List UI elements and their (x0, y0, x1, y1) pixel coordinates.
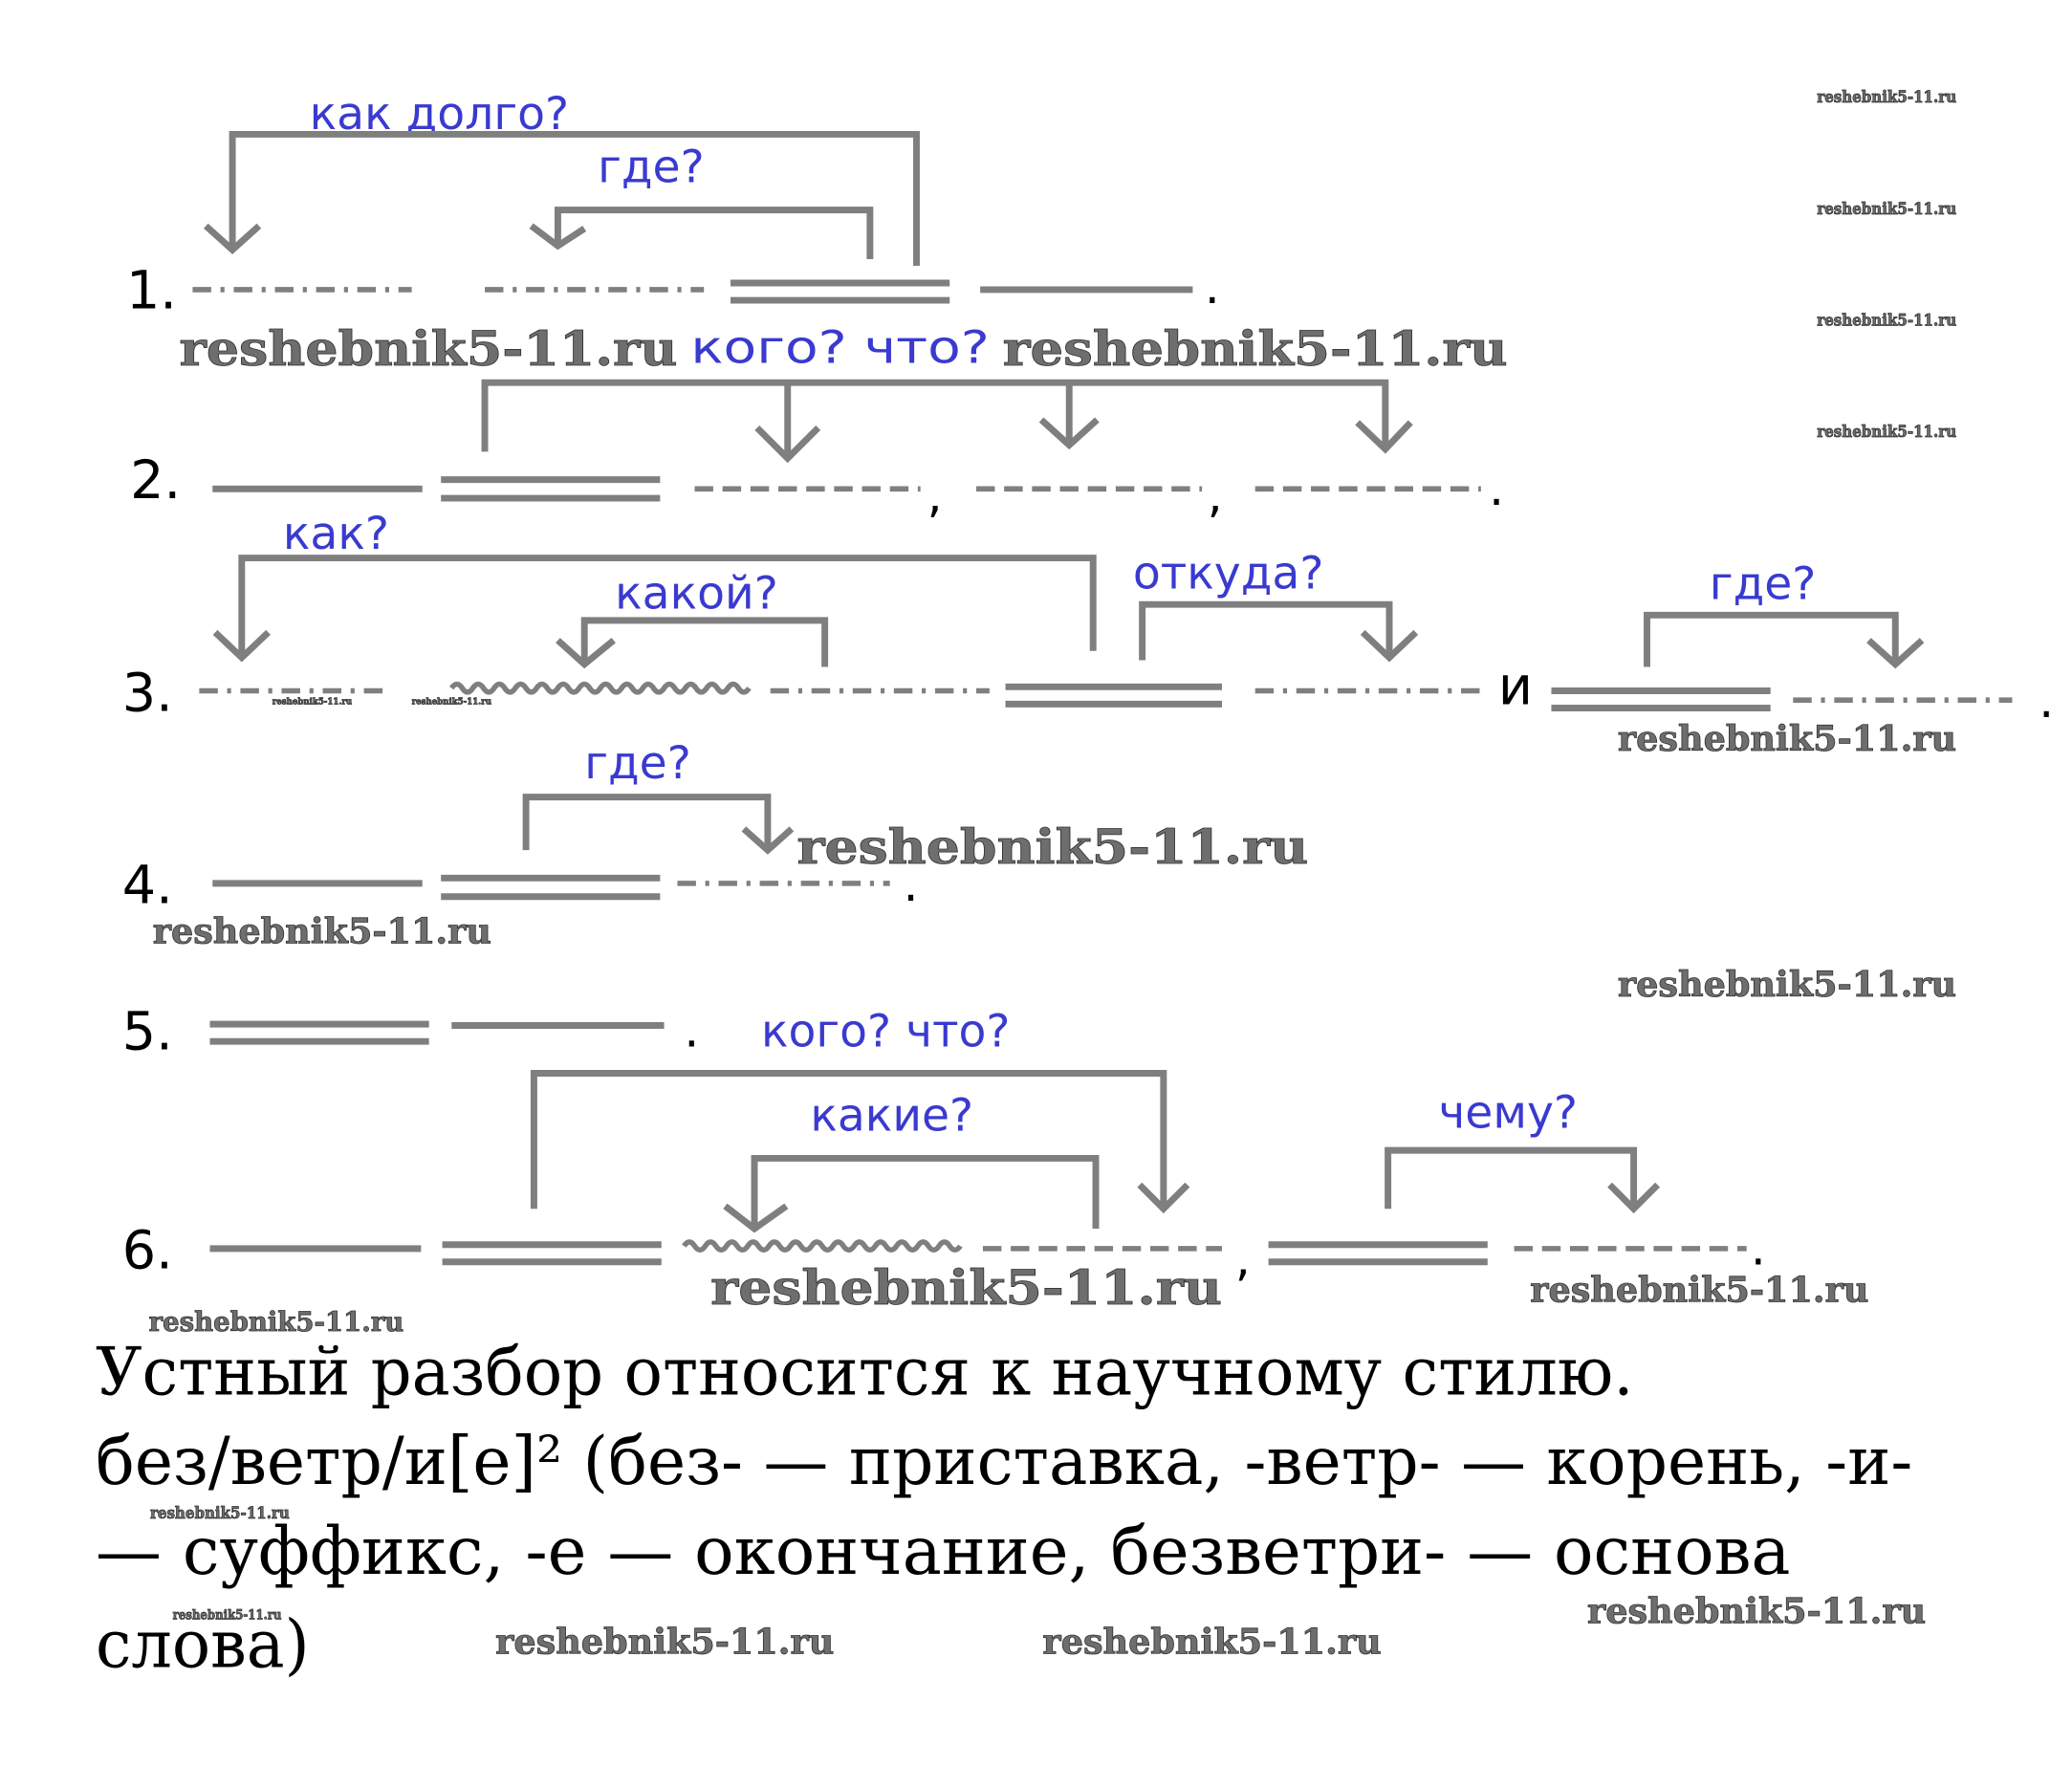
watermark: reshebnik5-11.ru (1530, 1269, 1868, 1310)
paragraph-line: Устный разбор относится к научному стилю… (96, 1335, 1634, 1411)
dependency-bracket (481, 379, 1389, 452)
arrow-head-icon (1038, 417, 1100, 450)
arrow-head-icon (723, 1203, 789, 1233)
attribute-wavy-line (682, 1239, 963, 1254)
arrow-head-icon (212, 629, 271, 663)
dependency-bracket (580, 617, 829, 667)
watermark: reshebnik5-11.ru (1618, 964, 1956, 1005)
period: . (1489, 461, 1504, 516)
question-label: как? (283, 508, 389, 560)
scheme-4: где? reshebnik5-11.ru 4. . reshebnik5-11… (122, 737, 1309, 952)
question-label: где? (584, 737, 691, 790)
watermark: reshebnik5-11.ru (412, 696, 491, 707)
dependency-bracket (229, 130, 920, 266)
watermark: reshebnik5-11.ru (495, 1622, 834, 1663)
arrow-head-icon (529, 223, 587, 251)
arrow-head-icon (556, 637, 616, 669)
watermark: reshebnik5-11.ru (1817, 310, 1956, 329)
watermark: reshebnik5-11.ru (1587, 1591, 1926, 1632)
question-label: кого? что? (690, 321, 990, 374)
question-label: откуда? (1133, 548, 1324, 600)
watermark: reshebnik5-11.ru (149, 1306, 404, 1338)
period: . (1205, 259, 1220, 315)
arrow-head-icon (741, 826, 795, 855)
paragraph-line: — суффикс, -е — окончание, безветри- — о… (96, 1514, 1790, 1590)
arrow-head-icon (754, 425, 821, 464)
watermark: reshebnik5-11.ru (1003, 320, 1508, 377)
watermark: reshebnik5-11.ru (710, 1259, 1222, 1316)
arrow-head-icon (1607, 1182, 1661, 1214)
paragraph-line: без/ветр/и[е]² (без- — приставка, -ветр-… (96, 1424, 1912, 1500)
scheme-number: 3. (122, 662, 173, 724)
scheme-3: как? какой? откуда? где? 3. reshebnik5-1… (122, 508, 2054, 760)
watermark: reshebnik5-11.ru (153, 910, 491, 951)
period: . (684, 1003, 699, 1058)
dependency-bracket (1385, 1146, 1638, 1210)
question-label: где? (1710, 558, 1817, 611)
watermark: reshebnik5-11.ru (1618, 718, 1956, 759)
arrow-head-icon (1355, 420, 1413, 454)
dependency-bracket (522, 794, 772, 851)
comma: , (927, 468, 943, 523)
scheme-5: reshebnik5-11.ru 5. . (122, 964, 1957, 1063)
arrow-head-icon (1866, 638, 1925, 669)
arrow-head-icon (1360, 629, 1419, 663)
dependency-bracket (1139, 600, 1393, 661)
scheme-number: 1. (126, 259, 177, 321)
dependency-bracket (1644, 611, 1899, 667)
watermarks-top-right: reshebnik5-11.ru reshebnik5-11.ru resheb… (1817, 87, 1957, 442)
scheme-number: 6. (122, 1220, 173, 1282)
watermark: reshebnik5-11.ru (796, 818, 1308, 875)
watermark: reshebnik5-11.ru (150, 1503, 290, 1522)
scheme-6: кого? что? какие? чему? 6. , . reshebnik… (122, 1006, 1869, 1339)
question-label: чему? (1438, 1086, 1578, 1139)
period: . (1751, 1221, 1766, 1276)
dependency-bracket (530, 1070, 1167, 1210)
watermark: reshebnik5-11.ru (273, 696, 352, 707)
explanation-paragraph: Устный разбор относится к научному стилю… (96, 1335, 1927, 1684)
period: . (904, 857, 919, 912)
scheme-1: как долго? где? 1. . (126, 88, 1220, 322)
scheme-number: 5. (122, 1001, 173, 1063)
dependency-bracket (751, 1154, 1100, 1230)
watermark: reshebnik5-11.ru (180, 320, 678, 377)
watermark: reshebnik5-11.ru (1042, 1622, 1381, 1663)
comma: , (1208, 468, 1223, 523)
dependency-bracket (554, 207, 874, 260)
watermark: reshebnik5-11.ru (1817, 87, 1956, 106)
watermark: reshebnik5-11.ru (1817, 199, 1956, 218)
attribute-wavy-line (448, 681, 752, 695)
paragraph-line: слова) (96, 1606, 310, 1683)
question-label: какие? (810, 1089, 973, 1142)
question-label: какой? (615, 567, 778, 620)
question-label: где? (598, 141, 705, 193)
period: . (2039, 673, 2054, 729)
conjunction: и (1498, 655, 1533, 717)
scheme-2: 2. , , . (130, 379, 1504, 523)
scheme-number: 2. (130, 449, 181, 512)
dependency-bracket (238, 555, 1097, 658)
watermark: reshebnik5-11.ru (1817, 422, 1956, 441)
comma: , (1235, 1232, 1251, 1287)
arrow-head-icon (203, 223, 262, 254)
scheme-number: 4. (122, 855, 173, 917)
arrow-head-icon (1137, 1182, 1190, 1214)
question-label: кого? что? (761, 1006, 1011, 1058)
watermark: reshebnik5-11.ru (173, 1607, 282, 1623)
